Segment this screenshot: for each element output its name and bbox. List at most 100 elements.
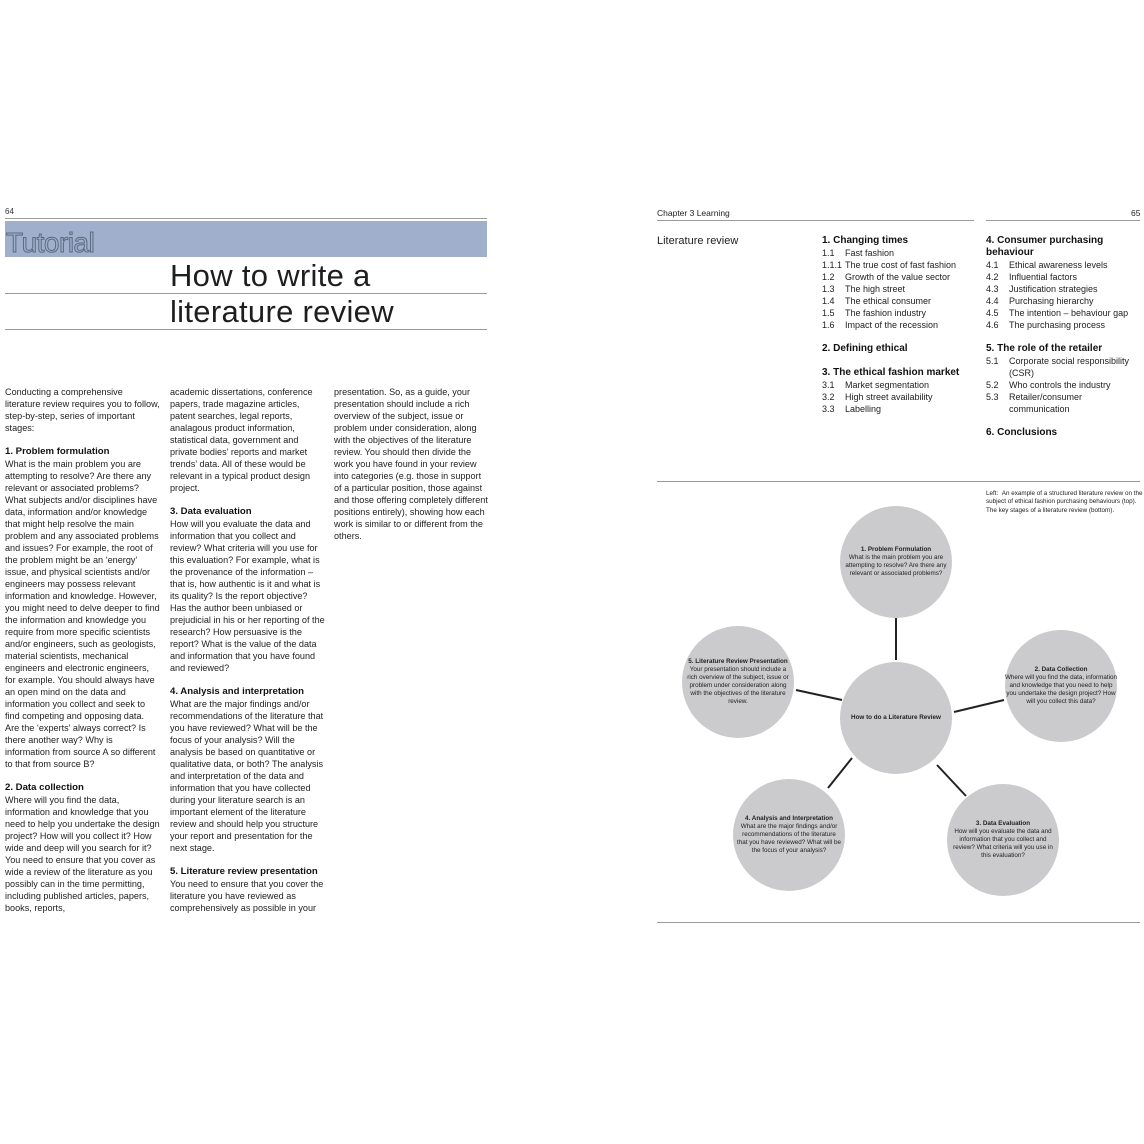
toc-item-title: The fashion industry xyxy=(845,308,927,318)
toc-item: 4.3 Justification strategies xyxy=(986,283,1144,295)
toc-item-number: 4.1 xyxy=(986,260,999,270)
toc-item: 1.4 The ethical consumer xyxy=(822,295,982,307)
toc-item-title: The high street xyxy=(845,284,906,294)
node2-title: 2. Data Collection xyxy=(1034,666,1088,673)
right-page-number: 65 xyxy=(1131,208,1141,218)
toc-item-title: High street availability xyxy=(845,392,933,402)
tutorial-banner xyxy=(5,221,487,257)
top-rule xyxy=(5,218,487,219)
toc-item-title: Growth of the value sector xyxy=(845,272,951,282)
chapter-label: Chapter 3 Learning xyxy=(657,208,730,218)
connector-5 xyxy=(795,689,843,701)
toc-item: 4.4 Purchasing hierarchy xyxy=(986,295,1144,307)
page-title-line2: literature review xyxy=(170,294,394,329)
node1-text: 1. Problem Formulation What is the main … xyxy=(844,530,948,594)
node-center-text: How to do a Literature Review xyxy=(842,706,950,730)
node-data-evaluation xyxy=(947,784,1059,896)
toc-item-number: 1.1 xyxy=(822,248,835,258)
text-column-2: academic dissertations, conference paper… xyxy=(170,386,325,914)
connector-3 xyxy=(936,764,967,797)
diagram-top-rule xyxy=(657,481,1140,482)
node4-text: 4. Analysis and Interpretation What are … xyxy=(736,798,842,872)
toc-item: 3.2 High street availability xyxy=(822,391,982,403)
toc-item-number: 1.5 xyxy=(822,308,835,318)
node-analysis xyxy=(733,779,845,891)
node3-body: How will you evaluate the data and infor… xyxy=(953,828,1053,859)
toc-item-title: The intention – behaviour gap xyxy=(1009,308,1129,318)
toc-item-title: Corporate social responsibility (CSR) xyxy=(1009,356,1130,378)
header-rule-left xyxy=(657,220,974,221)
node-presentation xyxy=(682,626,794,738)
toc-item-number: 3.1 xyxy=(822,380,835,390)
toc-item: 1.1 Fast fashion xyxy=(822,247,982,259)
title-bottom-rule xyxy=(5,329,487,330)
toc-heading-changing-times: 1. Changing times xyxy=(822,235,909,246)
toc-item-number: 1.4 xyxy=(822,296,835,306)
node1-body: What is the main problem you are attempt… xyxy=(845,554,947,577)
node5-title: 5. Literature Review Presentation xyxy=(688,658,788,665)
toc-item: 1.3 The high street xyxy=(822,283,982,295)
section-body-problem-formulation: What is the main problem you are attempt… xyxy=(5,459,160,769)
section-heading-data-evaluation: 3. Data evaluation xyxy=(170,506,252,517)
column3-continuation: presentation. So, as a guide, your prese… xyxy=(334,387,488,541)
node3-text: 3. Data Evaluation How will you evaluate… xyxy=(950,808,1056,872)
toc-item-title: The ethical consumer xyxy=(845,296,932,306)
node-data-collection xyxy=(1005,630,1117,742)
toc-item-number: 3.3 xyxy=(822,404,835,414)
toc-item-number: 5.2 xyxy=(986,380,999,390)
figure-caption: Left: An example of a structured literat… xyxy=(986,490,1143,514)
literature-review-label: Literature review xyxy=(657,235,739,247)
toc-item-title: Influential factors xyxy=(1009,272,1078,282)
node4-body: What are the major findings and/or recom… xyxy=(737,823,841,854)
toc-item-title: Market segmentation xyxy=(845,380,930,390)
node1-title: 1. Problem Formulation xyxy=(860,546,932,553)
toc-item: 3.3 Labelling xyxy=(822,403,982,415)
node2-text: 2. Data Collection Where will you find t… xyxy=(1004,650,1118,722)
toc-heading-role-of-retailer: 5. The role of the retailer xyxy=(986,343,1103,354)
intro-paragraph: Conducting a comprehensive literature re… xyxy=(5,387,160,433)
toc-item-title: Labelling xyxy=(845,404,882,414)
toc-item-title: Retailer/consumer communication xyxy=(1009,392,1083,414)
toc-item: 4.6 The purchasing process xyxy=(986,319,1144,331)
toc-item: 3.1 Market segmentation xyxy=(822,379,982,391)
toc-item-title: The true cost of fast fashion xyxy=(845,260,957,270)
toc-item-number: 4.3 xyxy=(986,284,999,294)
node3-title: 3. Data Evaluation xyxy=(975,820,1031,827)
toc-item-number: 4.2 xyxy=(986,272,999,282)
section-body-analysis: What are the major findings and/or recom… xyxy=(170,699,324,853)
header-rule-right xyxy=(986,220,1140,221)
toc-item: 5.3 Retailer/consumer communication xyxy=(986,391,1144,415)
toc-item: 1.5 The fashion industry xyxy=(822,307,982,319)
toc-item-number: 3.2 xyxy=(822,392,835,402)
toc-item-number: 1.2 xyxy=(822,272,835,282)
section-heading-analysis: 4. Analysis and interpretation xyxy=(170,686,304,697)
toc-heading-consumer-behaviour: 4. Consumer purchasing behaviour xyxy=(986,235,1104,258)
connector-2 xyxy=(953,699,1005,713)
toc-item-title: Who controls the industry xyxy=(1009,380,1111,390)
diagram-bottom-rule xyxy=(657,922,1140,923)
text-column-1: Conducting a comprehensive literature re… xyxy=(5,386,160,914)
section-heading-data-collection: 2. Data collection xyxy=(5,782,84,793)
toc-item-title: Purchasing hierarchy xyxy=(1009,296,1094,306)
toc-item-title: Fast fashion xyxy=(845,248,895,258)
toc-item-title: The purchasing process xyxy=(1009,320,1106,330)
toc-item-number: 4.6 xyxy=(986,320,999,330)
tutorial-label: Tutorial xyxy=(5,227,95,258)
connector-4 xyxy=(827,757,853,789)
section-body-data-collection: Where will you find the data, informatio… xyxy=(5,795,160,913)
toc-item-number: 5.3 xyxy=(986,392,999,402)
toc-item-title: Justification strategies xyxy=(1009,284,1098,294)
toc-item: 5.2 Who controls the industry xyxy=(986,379,1144,391)
toc-heading-defining-ethical: 2. Defining ethical xyxy=(822,343,908,354)
left-page-number: 64 xyxy=(5,207,14,216)
node5-text: 5. Literature Review Presentation Your p… xyxy=(686,640,790,724)
toc-item-number: 1.3 xyxy=(822,284,835,294)
toc-item-title: Impact of the recession xyxy=(845,320,939,330)
section-heading-presentation: 5. Literature review presentation xyxy=(170,866,318,877)
toc-item-number: 4.4 xyxy=(986,296,999,306)
